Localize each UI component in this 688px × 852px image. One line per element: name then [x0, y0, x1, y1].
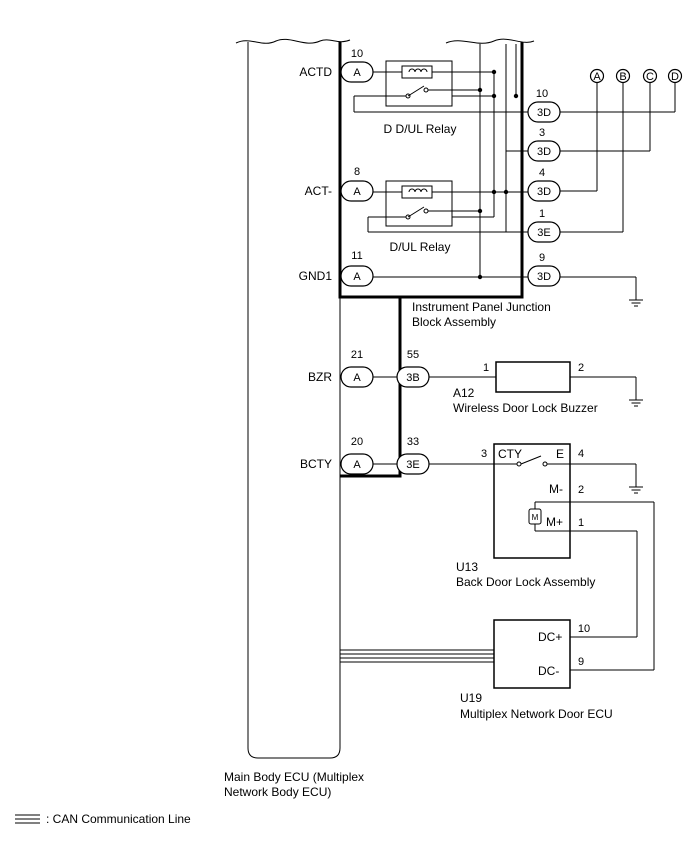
jb-connector-3b-55: 3B 55	[396, 349, 430, 388]
back-door-code: U13	[456, 560, 478, 574]
off-page-marker-c: C	[642, 68, 658, 84]
main-body-ecu	[235, 38, 351, 759]
wireless-door-lock-buzzer: 1 2 A12 Wireless Door Lock Buzzer	[429, 361, 643, 415]
svg-text:3E: 3E	[406, 459, 419, 471]
svg-text:4: 4	[539, 167, 545, 179]
multiplex-network-door-ecu: DC+ DC- 10 9 U19 Multiplex Network Door …	[460, 619, 613, 721]
svg-text:3D: 3D	[537, 271, 551, 283]
dul-relay: D/UL Relay	[385, 180, 453, 254]
dc-minus-label: DC-	[538, 664, 559, 678]
back-door-name: Back Door Lock Assembly	[456, 575, 595, 589]
ecu-connector-bzr: A 21 BZR	[308, 349, 374, 388]
svg-text:B: B	[619, 71, 626, 83]
svg-text:A: A	[353, 372, 361, 384]
svg-text:2: 2	[578, 484, 584, 496]
svg-text:A: A	[353, 271, 361, 283]
ddul-relay: D D/UL Relay	[384, 60, 457, 136]
svg-text:11: 11	[351, 250, 362, 262]
junction-block-outline	[338, 38, 535, 478]
svg-text:1: 1	[539, 208, 545, 220]
cty-label: CTY	[498, 447, 522, 461]
svg-text:10: 10	[578, 623, 590, 635]
junction-block-label-2: Block Assembly	[412, 315, 496, 329]
junction-internal-wiring	[353, 44, 528, 280]
svg-text:D: D	[671, 71, 679, 83]
svg-text:9: 9	[578, 656, 584, 668]
svg-text:9: 9	[539, 252, 545, 264]
motor-to-door-ecu-wires	[570, 501, 655, 671]
svg-text:3B: 3B	[406, 372, 419, 384]
m-plus-label: M+	[546, 515, 563, 529]
svg-text:21: 21	[351, 349, 363, 361]
back-door-lock-assembly: 3 CTY E 4 M M- M+ 2 1 U13 Back Door Lock…	[429, 443, 643, 589]
buzzer-name: Wireless Door Lock Buzzer	[453, 401, 598, 415]
svg-text:A: A	[353, 67, 361, 79]
jb-connector-3e-33: 3E 33	[396, 436, 430, 475]
m-minus-label: M-	[549, 482, 563, 496]
can-communication-lines	[340, 649, 494, 663]
off-page-marker-b: B	[615, 68, 631, 84]
svg-text:2: 2	[578, 362, 584, 374]
main-body-ecu-label-2: Network Body ECU)	[224, 785, 331, 799]
buzzer-code: A12	[453, 386, 475, 400]
ddul-relay-label: D D/UL Relay	[384, 122, 457, 136]
junction-block-label-1: Instrument Panel Junction	[412, 300, 551, 314]
svg-text:1: 1	[483, 362, 489, 374]
pin-label-act-minus: ACT-	[305, 184, 332, 198]
door-ecu-name: Multiplex Network Door ECU	[460, 707, 613, 721]
svg-text:55: 55	[407, 349, 419, 361]
svg-text:3D: 3D	[537, 186, 551, 198]
pin-label-gnd1: GND1	[299, 269, 333, 283]
svg-text:A: A	[353, 186, 361, 198]
pin-label-bcty: BCTY	[300, 457, 332, 471]
svg-text:33: 33	[407, 436, 419, 448]
dul-relay-label: D/UL Relay	[390, 240, 451, 254]
off-page-marker-d: D	[667, 68, 683, 84]
svg-text:3D: 3D	[537, 146, 551, 158]
legend: : CAN Communication Line	[15, 812, 191, 826]
jb-connector-3d-10: 3D 10	[527, 88, 561, 123]
svg-text:1: 1	[578, 517, 584, 529]
e-label: E	[556, 447, 564, 461]
ecu-connector-bcty: A 20 BCTY	[300, 436, 374, 475]
main-body-ecu-label-1: Main Body ECU (Multiplex	[224, 770, 364, 784]
ecu-connector-gnd1: A 11 GND1	[299, 250, 374, 287]
pin-label-actd: ACTD	[299, 65, 332, 79]
jb-connector-3e-1: 3E 1	[527, 208, 561, 243]
svg-text:3: 3	[481, 448, 487, 460]
dc-plus-label: DC+	[538, 630, 562, 644]
svg-text:A: A	[353, 459, 361, 471]
svg-text:3: 3	[539, 127, 545, 139]
jb-connector-3d-9: 3D 9	[527, 252, 561, 287]
pin-label-bzr: BZR	[308, 370, 332, 384]
svg-text:3D: 3D	[537, 107, 551, 119]
svg-text:8: 8	[354, 166, 360, 178]
svg-text:3E: 3E	[537, 227, 550, 239]
legend-text: : CAN Communication Line	[46, 812, 191, 826]
jb-connector-3d-3: 3D 3	[527, 127, 561, 162]
off-page-wiring	[560, 83, 676, 233]
svg-text:10: 10	[536, 88, 548, 100]
door-ecu-code: U19	[460, 691, 482, 705]
svg-text:A: A	[593, 71, 601, 83]
svg-text:4: 4	[578, 448, 584, 460]
svg-text:C: C	[646, 71, 654, 83]
off-page-marker-a: A	[589, 68, 605, 84]
ecu-connector-act-minus: A 8 ACT-	[305, 166, 374, 202]
jb-connector-3d-4: 3D 4	[527, 167, 561, 202]
svg-text:20: 20	[351, 436, 363, 448]
svg-text:10: 10	[351, 48, 363, 60]
ecu-connector-actd: A 10 ACTD	[299, 48, 374, 83]
motor-icon: M	[532, 513, 539, 522]
ground-symbol-gnd1	[560, 276, 643, 307]
